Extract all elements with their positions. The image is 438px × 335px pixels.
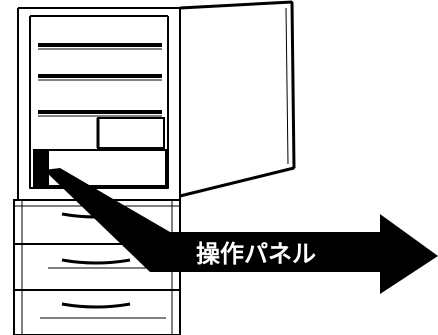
- callout-label: 操作パネル: [196, 240, 316, 268]
- callout-banner: [168, 232, 382, 272]
- compartment-small: [97, 117, 165, 149]
- refrigerator-compartments: [33, 117, 167, 187]
- callout-arrowhead: [380, 214, 438, 294]
- refrigerator-shelves: [38, 43, 162, 117]
- refrigerator-door: [179, 0, 296, 198]
- callout-arrow: 操作パネル: [44, 168, 438, 294]
- control-panel-area: [33, 149, 167, 187]
- drawer-3: [13, 289, 181, 335]
- callout-pointer: [44, 168, 170, 272]
